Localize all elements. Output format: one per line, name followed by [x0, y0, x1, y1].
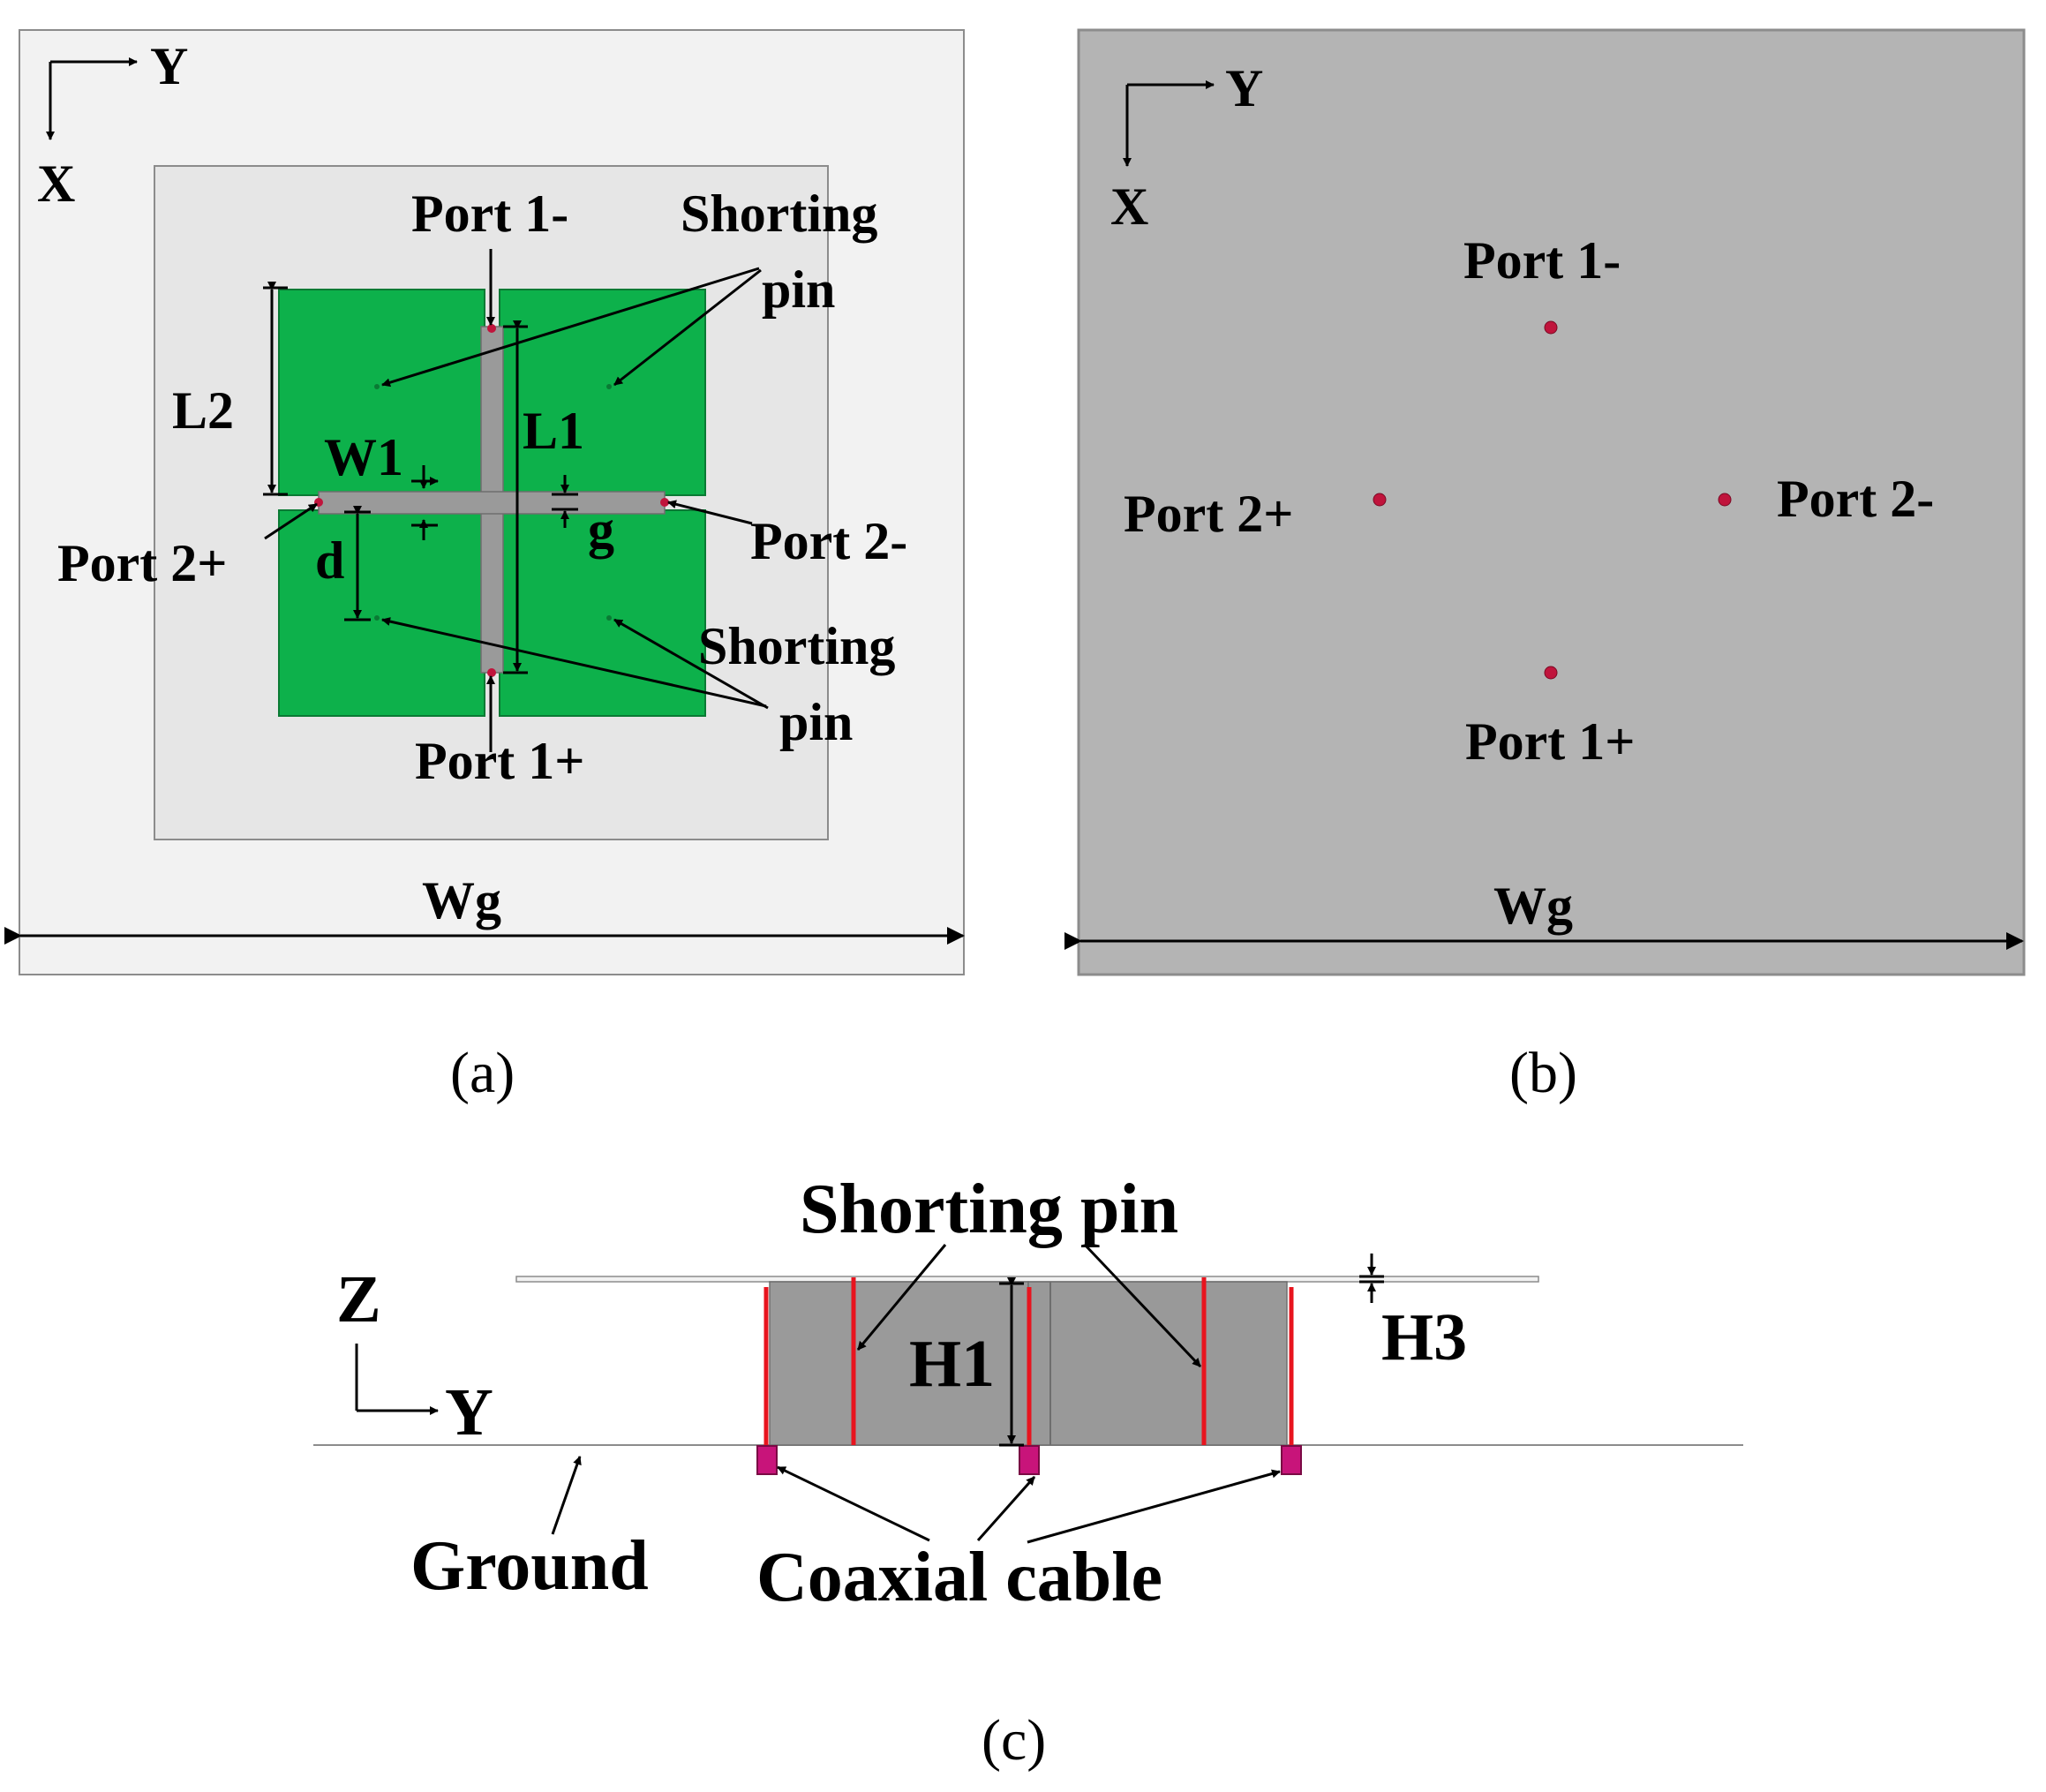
panel-a-top-view: Y X: [4, 29, 965, 1105]
port-1-plus-dot-b: [1544, 666, 1558, 680]
pins-side: [763, 1277, 1294, 1445]
port-1-plus-label-a: Port 1+: [415, 732, 584, 790]
patch-bottom-right: [499, 509, 706, 717]
ground-plane-bottom: [1077, 28, 2026, 976]
dim-L1-label: L1: [523, 402, 584, 460]
dimension-lines-a: [4, 282, 965, 945]
coaxial-connector-3: [1281, 1445, 1302, 1475]
port-1-minus-label-b: Port 1-: [1463, 231, 1621, 290]
coaxial-connector-1: [756, 1445, 778, 1475]
port-2-minus-dot-a: [660, 498, 669, 507]
caption-c: (c): [982, 1708, 1046, 1773]
dim-d-label: d: [315, 531, 344, 590]
port-1-plus-dot-a: [487, 668, 496, 677]
patch-top-right: [499, 289, 706, 496]
caption-b: (b): [1509, 1041, 1577, 1105]
axis-y-label-b: Y: [1225, 59, 1263, 117]
port-2-minus-label-b: Port 2-: [1777, 470, 1934, 528]
leader-lines-a: [264, 249, 769, 752]
port-2-minus-label-a: Port 2-: [750, 512, 907, 570]
dim-W1-label: W1: [324, 428, 403, 486]
dim-H1-label: H1: [909, 1327, 995, 1401]
axes-xy-a: [46, 57, 138, 140]
axes-zy-c: [355, 1344, 439, 1415]
dim-H3-label: H3: [1381, 1300, 1467, 1374]
shorting-pin-top-label-line1: Shorting: [681, 184, 877, 243]
patch-bottom-left: [278, 509, 485, 717]
side-body-left: [769, 1281, 1029, 1446]
leader-lines-c: [551, 1243, 1281, 1544]
shorting-pin-label-c: Shorting pin: [800, 1171, 1178, 1248]
shorting-pin-bottom-label-line1: Shorting: [698, 617, 895, 675]
dim-L2-label: L2: [172, 381, 234, 440]
side-body-right: [1027, 1281, 1288, 1446]
panel-b-bottom-view: Y X Port 1- Port 2+ Port 2- Port 1+ Wg (…: [1064, 28, 2026, 1105]
axis-x-label-a: X: [37, 154, 75, 213]
dimension-h3: [1359, 1254, 1384, 1303]
shorting-pin-dot-br: [606, 615, 612, 621]
axis-z-label-c: Z: [336, 1262, 381, 1336]
panel-c-side-view: Z Y H1 H3 Shorting pin Ground Coaxial: [313, 1171, 1743, 1773]
shorting-pin-bottom-label-line2: pin: [779, 693, 853, 751]
port-1-minus-dot-b: [1544, 320, 1558, 335]
axis-x-label-b: X: [1110, 177, 1148, 236]
axes-xy-b: [1123, 80, 1215, 167]
dim-Wg-label-a: Wg: [422, 871, 501, 930]
coaxial-connector-2: [1019, 1445, 1040, 1475]
port-2-plus-label-a: Port 2+: [57, 534, 227, 592]
dim-Wg-label-b: Wg: [1493, 877, 1573, 935]
port-1-minus-label-a: Port 1-: [411, 184, 568, 243]
caption-a: (a): [450, 1041, 515, 1105]
ground-label: Ground: [410, 1527, 649, 1605]
shorting-pin-dot-bl: [374, 615, 380, 621]
axis-y-label-c: Y: [445, 1375, 493, 1449]
port-2-minus-dot-b: [1718, 493, 1732, 507]
port-1-minus-dot-a: [487, 324, 496, 333]
port-1-plus-label-b: Port 1+: [1465, 712, 1635, 771]
dim-g-label: g: [588, 501, 614, 559]
top-substrate-layer: [515, 1276, 1539, 1283]
shorting-pin-dot-tl: [374, 384, 380, 389]
shorting-pin-dot-tr: [606, 384, 612, 389]
dimension-h1: [999, 1277, 1024, 1447]
port-2-plus-label-b: Port 2+: [1124, 485, 1293, 543]
patch-top-left: [278, 289, 485, 496]
shorting-pin-top-label-line2: pin: [762, 260, 835, 319]
axis-y-label-a: Y: [150, 37, 188, 95]
coaxial-cable-label: Coaxial cable: [756, 1539, 1162, 1616]
port-2-plus-dot-b: [1373, 493, 1387, 507]
